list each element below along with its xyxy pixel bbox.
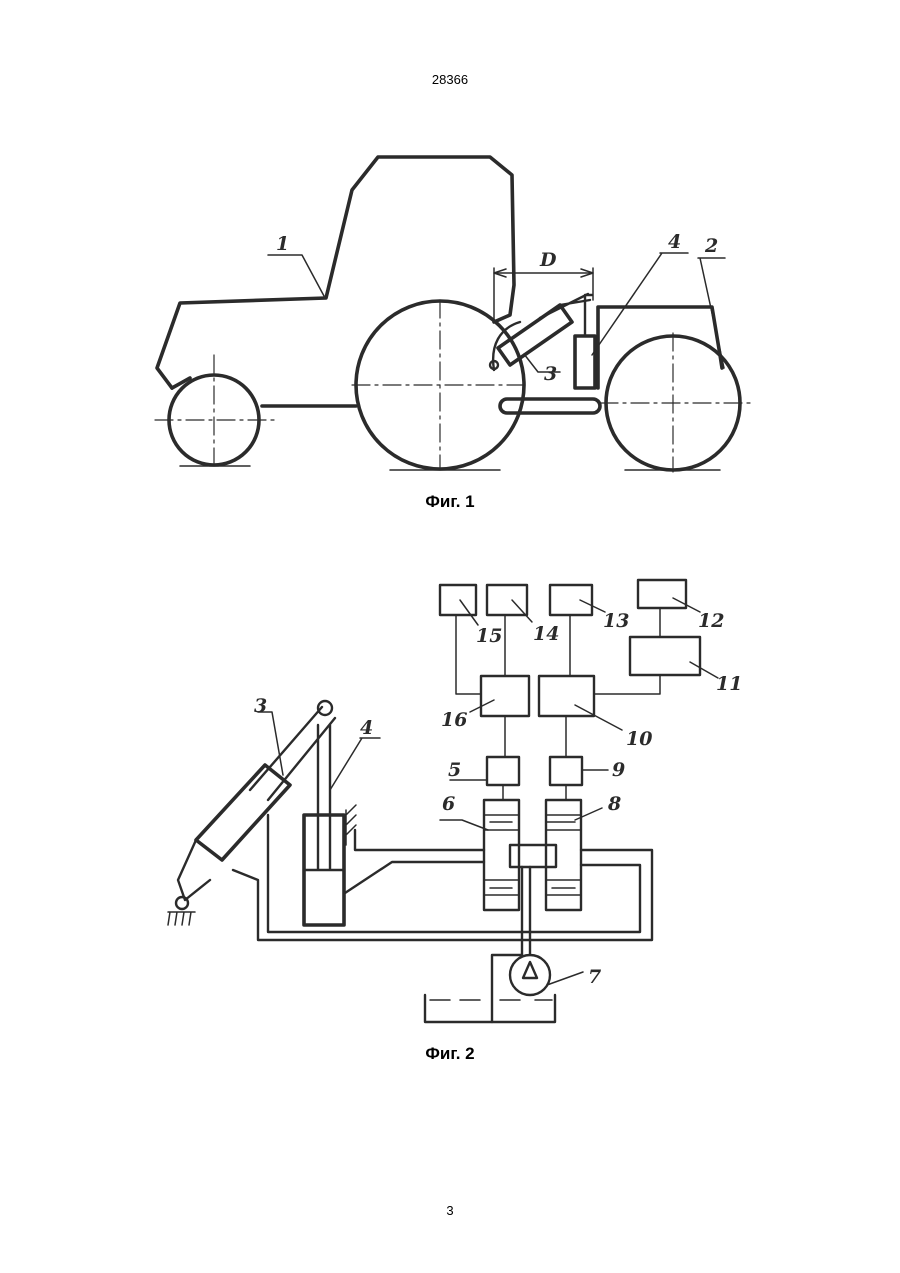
page-number: 3: [0, 1203, 900, 1218]
fig2-label-8: 8: [607, 793, 621, 815]
distributor-arrows: [490, 822, 575, 888]
leader-1: [268, 255, 324, 296]
line-d: [268, 815, 640, 932]
figure-2-caption: Фиг. 2: [0, 1044, 900, 1064]
fig2-leader-14: [512, 600, 532, 622]
fig2-label-3: 3: [254, 695, 267, 717]
line-c: [233, 850, 652, 940]
block-12: [638, 580, 686, 608]
fig2-label-7: 7: [588, 966, 601, 988]
fig2-cylinder-3-rod: [250, 707, 335, 800]
cylinder-4-body: [575, 336, 595, 388]
fig2-hitch-tines: [168, 912, 195, 925]
block-16: [481, 676, 529, 716]
fig1-label-1: 1: [276, 233, 289, 255]
return-line: [492, 955, 522, 1022]
fig2-leader-6: [440, 820, 488, 830]
block-9: [550, 757, 582, 785]
fig2-leader-8: [575, 808, 602, 820]
fig2-label-5: 5: [448, 759, 461, 781]
pump-supply-line: [522, 867, 530, 955]
lower-link: [500, 399, 600, 413]
fig2-label-4: 4: [360, 717, 373, 739]
fig2-leader-10: [575, 705, 622, 730]
distributor-6: [484, 800, 519, 910]
pump-arrow: [523, 962, 537, 978]
fig2-lower-pivot: [176, 897, 188, 909]
fig2-label-16: 16: [441, 709, 467, 731]
fig2-label-12: 12: [698, 610, 724, 632]
fig2-label-11: 11: [716, 673, 742, 695]
fig1-label-4: 4: [668, 231, 681, 253]
fig2-label-14: 14: [533, 623, 559, 645]
distributor-8: [546, 800, 581, 910]
line-a: [355, 830, 484, 850]
fig1-label-dim-d: D: [539, 249, 557, 271]
line-b: [345, 862, 484, 893]
distributor-8-cells: [546, 815, 581, 895]
distributor-6-cells: [484, 815, 519, 895]
central-valve: [510, 845, 556, 867]
block-11: [630, 637, 700, 675]
block-5: [487, 757, 519, 785]
fig1-label-2: 2: [704, 235, 718, 257]
fig2-label-9: 9: [612, 759, 625, 781]
fig2-label-10: 10: [626, 728, 652, 750]
fig2-leader-7: [547, 972, 583, 985]
fig2-label-6: 6: [442, 793, 455, 815]
figure-1-tractor-drawing: 1 2 3 4 D: [0, 140, 900, 485]
block-13: [550, 585, 592, 615]
block-15: [440, 585, 476, 615]
fig2-label-13: 13: [603, 610, 629, 632]
document-number: 28366: [0, 72, 900, 87]
tractor-body-outline: [157, 157, 514, 388]
leader-2: [698, 258, 725, 368]
fig2-label-15: 15: [476, 625, 502, 647]
fig1-label-3: 3: [544, 363, 557, 385]
fig2-cylinder-3-body: [196, 765, 290, 860]
figure-2-hydraulic-scheme: 3 4 5 6 7 8 9 10 11 12 13 14 15 16: [0, 570, 900, 1040]
tank: [425, 995, 555, 1022]
fig2-leader-4: [330, 738, 380, 790]
link-11-10: [594, 675, 660, 694]
figure-1-caption: Фиг. 1: [0, 492, 900, 512]
